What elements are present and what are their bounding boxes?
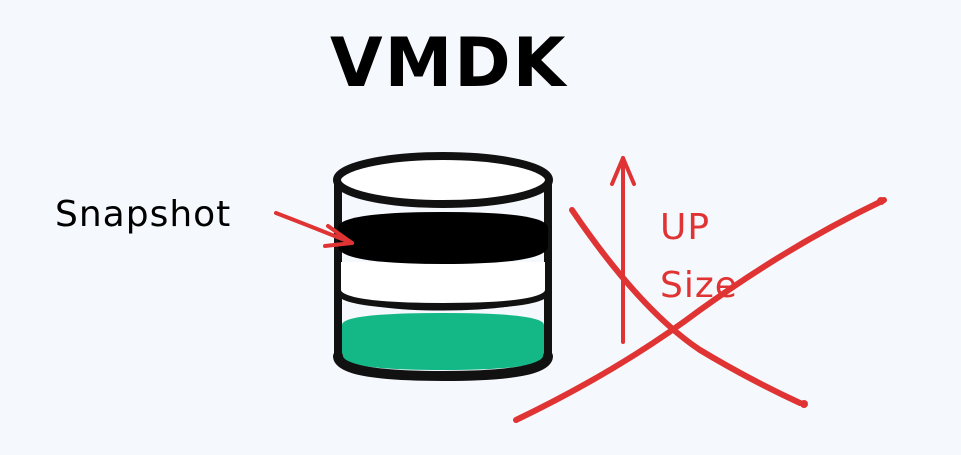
disk-data-layer [342, 313, 544, 370]
snapshot-arrow-icon [274, 211, 354, 248]
cross-out-icon [513, 197, 887, 423]
disk-bottom-rim [333, 351, 553, 382]
disk-middle-band [335, 262, 551, 310]
resize-up-arrow-icon [610, 156, 636, 344]
disk-cylinder-icon [333, 152, 553, 382]
disk-snapshot-layer [338, 212, 548, 264]
resize-label-size: Size [660, 265, 738, 306]
snapshot-label: Snapshot [55, 194, 232, 235]
disk-top [333, 152, 553, 208]
diagram-title: VMDK [330, 24, 568, 103]
resize-label-up: UP [660, 207, 711, 248]
